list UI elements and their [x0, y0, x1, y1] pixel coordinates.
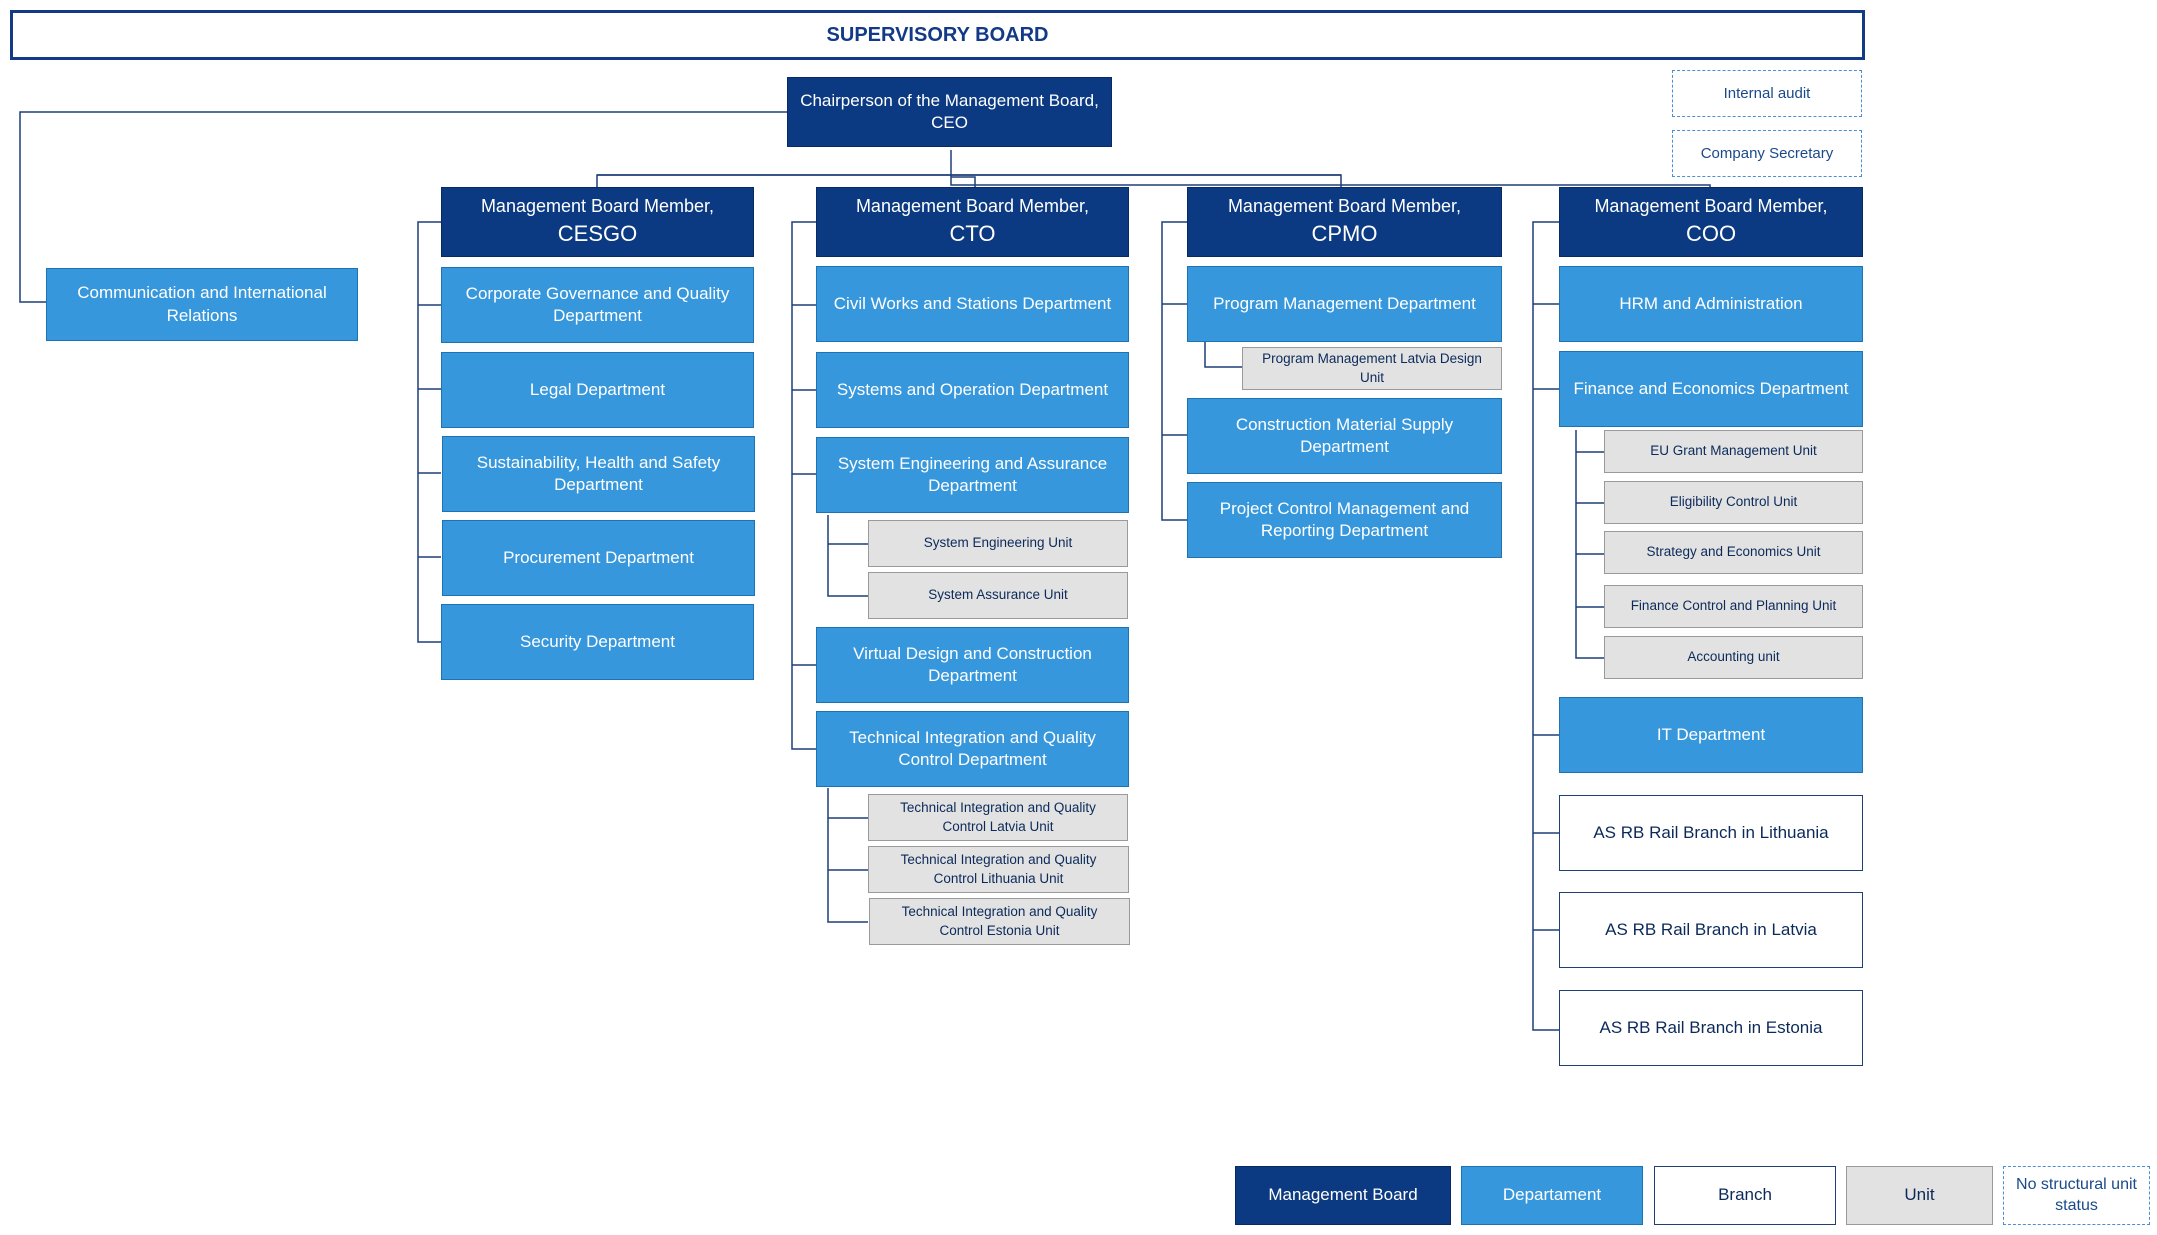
internal-audit-label: Internal audit — [1723, 84, 1811, 102]
supervisory-board-label: SUPERVISORY BOARD — [826, 24, 1049, 46]
unit-tiqc-lithuania: Technical Integration and Quality Contro… — [868, 846, 1129, 893]
ceo-title: Chairperson of the Management Board, — [800, 90, 1099, 110]
unit-label: Strategy and Economics Unit — [1646, 544, 1821, 560]
legend-label: Unit — [1904, 1185, 1935, 1205]
cto-title: Management Board Member, — [855, 196, 1090, 216]
unit-program-management-latvia: Program Management Latvia Design Unit — [1242, 347, 1502, 390]
unit-strategy-economics: Strategy and Economics Unit — [1604, 531, 1863, 574]
ceo-role: CEO — [931, 113, 968, 132]
legend-management-board: Management Board — [1235, 1166, 1451, 1225]
dept-legal: Legal Department — [441, 352, 754, 428]
legend-label: Branch — [1718, 1185, 1772, 1205]
dept-label: Corporate Governance and Quality Departm… — [465, 283, 730, 325]
unit-label: Finance Control and Planning Unit — [1630, 598, 1837, 614]
dept-construction-material: Construction Material Supply Department — [1187, 398, 1502, 474]
unit-label: System Engineering Unit — [923, 535, 1073, 551]
dept-it: IT Department — [1559, 697, 1863, 773]
unit-finance-control: Finance Control and Planning Unit — [1604, 585, 1863, 628]
dept-label: Program Management Department — [1213, 293, 1476, 313]
legend-unit: Unit — [1846, 1166, 1993, 1225]
dept-systems-operation: Systems and Operation Department — [816, 352, 1129, 428]
communication-label: Communication and International Relation… — [77, 283, 327, 325]
dept-label: Sustainability, Health and Safety Depart… — [476, 452, 721, 494]
unit-system-assurance: System Assurance Unit — [868, 572, 1128, 619]
dept-system-engineering-assurance: System Engineering and Assurance Departm… — [816, 437, 1129, 513]
legend-no-status: No structural unit status — [2003, 1166, 2150, 1225]
company-secretary-label: Company Secretary — [1700, 144, 1834, 162]
dept-corporate-governance: Corporate Governance and Quality Departm… — [441, 267, 754, 343]
unit-eligibility-control: Eligibility Control Unit — [1604, 481, 1863, 524]
unit-tiqc-latvia: Technical Integration and Quality Contro… — [868, 794, 1128, 841]
company-secretary-box: Company Secretary — [1672, 130, 1862, 177]
cpmo-role: CPMO — [1311, 221, 1378, 247]
dept-label: Procurement Department — [503, 547, 694, 567]
dept-project-control: Project Control Management and Reporting… — [1187, 482, 1502, 558]
dept-technical-integration: Technical Integration and Quality Contro… — [816, 711, 1129, 787]
internal-audit-box: Internal audit — [1672, 70, 1862, 117]
legend-label: No structural unit status — [2016, 1175, 2137, 1214]
cesgo-role: CESGO — [557, 221, 638, 247]
unit-label: System Assurance Unit — [928, 587, 1068, 603]
dept-label: Finance and Economics Department — [1573, 378, 1849, 398]
dept-label: Systems and Operation Department — [836, 379, 1109, 399]
dept-procurement: Procurement Department — [442, 520, 755, 596]
board-member-cesgo: Management Board Member, CESGO — [441, 187, 754, 257]
dept-label: Technical Integration and Quality Contro… — [849, 727, 1096, 769]
dept-security: Security Department — [441, 604, 754, 680]
unit-label: Accounting unit — [1687, 649, 1780, 665]
dept-label: Security Department — [520, 631, 675, 651]
unit-label: Technical Integration and Quality Contro… — [901, 904, 1098, 938]
coo-title: Management Board Member, — [1594, 196, 1828, 216]
dept-hrm: HRM and Administration — [1559, 266, 1863, 342]
dept-label: Civil Works and Stations Department — [833, 293, 1112, 313]
cpmo-title: Management Board Member, — [1227, 196, 1462, 216]
unit-label: EU Grant Management Unit — [1650, 443, 1817, 459]
unit-accounting: Accounting unit — [1604, 636, 1863, 679]
branch-label: AS RB Rail Branch in Estonia — [1599, 1017, 1823, 1037]
unit-eu-grant: EU Grant Management Unit — [1604, 430, 1863, 473]
board-member-cto: Management Board Member, CTO — [816, 187, 1129, 257]
dept-label: Construction Material Supply Department — [1235, 414, 1454, 456]
board-member-coo: Management Board Member, COO — [1559, 187, 1863, 257]
branch-latvia: AS RB Rail Branch in Latvia — [1559, 892, 1863, 968]
dept-label: HRM and Administration — [1619, 293, 1803, 313]
unit-tiqc-estonia: Technical Integration and Quality Contro… — [869, 898, 1130, 945]
unit-label: Program Management Latvia Design Unit — [1262, 351, 1482, 385]
coo-role: COO — [1685, 221, 1737, 247]
dept-virtual-design: Virtual Design and Construction Departme… — [816, 627, 1129, 703]
unit-system-engineering: System Engineering Unit — [868, 520, 1128, 567]
legend-department: Departament — [1461, 1166, 1643, 1225]
legend-branch: Branch — [1654, 1166, 1836, 1225]
dept-program-management: Program Management Department — [1187, 266, 1502, 342]
board-member-cpmo: Management Board Member, CPMO — [1187, 187, 1502, 257]
dept-label: Project Control Management and Reporting… — [1219, 498, 1470, 540]
ceo-box: Chairperson of the Management Board, CEO — [787, 77, 1112, 147]
dept-label: IT Department — [1656, 724, 1766, 744]
dept-label: Legal Department — [529, 379, 666, 399]
dept-label: System Engineering and Assurance Departm… — [837, 453, 1108, 495]
dept-sustainability: Sustainability, Health and Safety Depart… — [442, 436, 755, 512]
branch-label: AS RB Rail Branch in Latvia — [1605, 919, 1817, 939]
dept-civil-works: Civil Works and Stations Department — [816, 266, 1129, 342]
branch-label: AS RB Rail Branch in Lithuania — [1593, 822, 1829, 842]
unit-label: Eligibility Control Unit — [1669, 494, 1798, 510]
supervisory-board: SUPERVISORY BOARD — [10, 10, 1865, 60]
dept-label: Virtual Design and Construction Departme… — [853, 643, 1092, 685]
legend-label: Management Board — [1268, 1185, 1418, 1205]
branch-lithuania: AS RB Rail Branch in Lithuania — [1559, 795, 1863, 871]
dept-finance-economics: Finance and Economics Department — [1559, 351, 1863, 427]
cto-role: CTO — [949, 221, 996, 247]
legend-label: Departament — [1502, 1185, 1602, 1205]
communication-dept: Communication and International Relation… — [46, 268, 358, 341]
unit-label: Technical Integration and Quality Contro… — [900, 800, 1096, 834]
branch-estonia: AS RB Rail Branch in Estonia — [1559, 990, 1863, 1066]
unit-label: Technical Integration and Quality Contro… — [900, 852, 1097, 886]
cesgo-title: Management Board Member, — [480, 196, 715, 216]
